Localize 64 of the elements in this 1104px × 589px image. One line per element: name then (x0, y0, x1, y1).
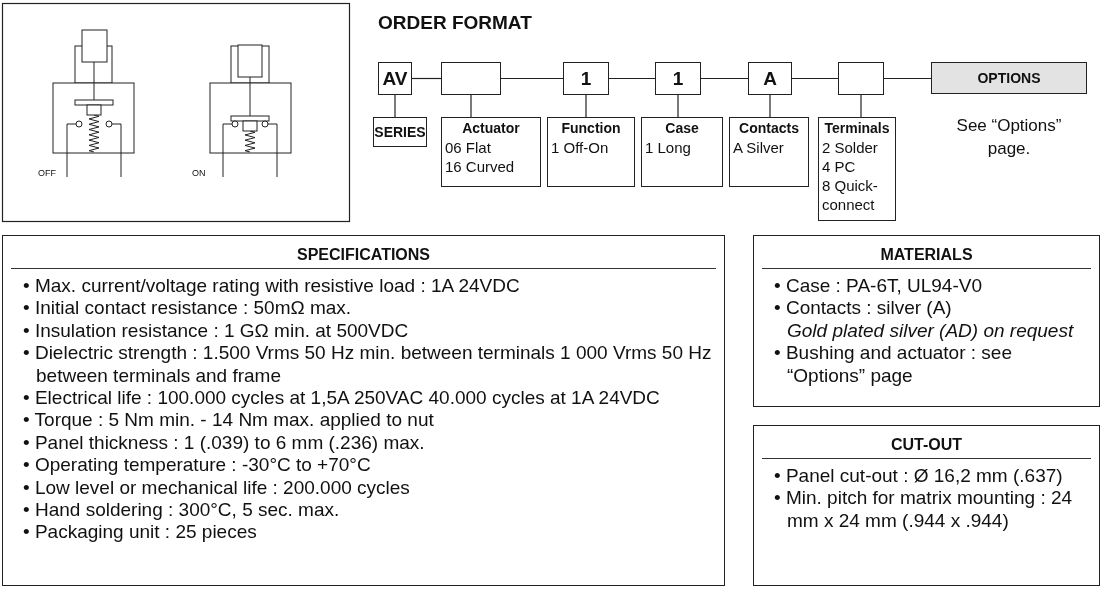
bullet-item: • Hand soldering : 300°C, 5 sec. max. (23, 499, 340, 521)
option-line: 8 Quick-connect (822, 176, 879, 214)
bullet-item: • Min. pitch for matrix mounting : 24 mm x 24 mm (.944 x .944) (774, 487, 1073, 531)
option-line: 1 Off-On (551, 138, 610, 157)
empty-code-box (838, 62, 884, 95)
spec-panel (753, 425, 1100, 586)
bullet-item: • Torque : 5 Nm min. - 14 Nm max. applied to nut (23, 409, 434, 431)
option-line: 06 Flat (445, 138, 492, 157)
title: ORDER FORMAT (378, 12, 532, 34)
empty-code-box (441, 62, 501, 95)
table-heading: Contacts (738, 119, 800, 138)
bullet-item: • Contacts : silver (A) Gold plated silver (AD) on request (774, 297, 1075, 343)
option-line: 16 Curved (445, 157, 516, 176)
connector-line (500, 77, 564, 80)
panel-heading: SPECIFICATIONS (11, 246, 716, 269)
bullet-item: • Max. current/voltage rating with resistive load : 1A 24VDC (23, 275, 520, 296)
table-heading: Terminals (823, 119, 891, 138)
connector-line (791, 77, 839, 80)
connector-line (883, 77, 932, 80)
option-table (818, 117, 896, 221)
option-line: 2 Solder (822, 138, 879, 157)
panel-heading: MATERIALS (762, 246, 1091, 269)
bullet-item: • Initial contact resistance : 50mΩ max. (23, 297, 352, 319)
option-table (729, 117, 809, 187)
spec-panel (753, 235, 1100, 407)
option-table (641, 117, 723, 187)
option-line: A Silver (733, 138, 785, 157)
bullet-item: • Panel cut-out : Ø 16,2 mm (.637) (774, 465, 1063, 486)
connector-line (470, 94, 472, 118)
bullet-item: • Bushing and actuator : see “Options” page (774, 342, 1012, 386)
code-box: OPTIONS (931, 62, 1087, 94)
note-text: See “Options” page. (955, 115, 1063, 160)
bullet-item: • Insulation resistance : 1 GΩ min. at 500VDC (23, 319, 409, 341)
table-heading: Actuator (461, 119, 521, 138)
code-box: 1 (563, 62, 609, 95)
code-box: A (748, 62, 792, 95)
option-table (547, 117, 635, 187)
table-heading: Function (560, 119, 622, 138)
connector-line (608, 77, 656, 80)
state-label: OFF (38, 168, 56, 178)
connector-line (585, 94, 587, 118)
connector-line (860, 94, 862, 118)
option-line: 4 PC (822, 157, 857, 176)
option-line: 1 Long (645, 138, 692, 157)
option-table (441, 117, 541, 187)
panel-heading: CUT-OUT (762, 436, 1091, 459)
table-heading: Case (664, 119, 700, 138)
bullet-item: • Dielectric strength : 1.500 Vrms 50 Hz min. between terminals 1 000 Vrms 50 Hz between terminals and frame (23, 342, 712, 386)
connector-line (677, 94, 679, 118)
code-box: AV (378, 62, 412, 95)
state-label: ON (192, 168, 206, 178)
bullet-item: • Low level or mechanical life : 200.000 cycles (23, 476, 410, 498)
bullet-item: • Packaging unit : 25 pieces (23, 521, 257, 543)
connector-line (411, 77, 442, 80)
connector-line (769, 94, 771, 118)
connector-line (700, 77, 749, 80)
code-box: SERIES (373, 117, 427, 147)
bullet-item: • Panel thickness : 1 (.039) to 6 mm (.236) max. (23, 431, 425, 453)
code-box: 1 (655, 62, 701, 95)
bullet-item: • Case : PA-6T, UL94-V0 (774, 275, 982, 296)
connector-line (394, 94, 396, 118)
spec-panel (2, 235, 725, 586)
bullet-item: • Electrical life : 100.000 cycles at 1,5A 250VAC 40.000 cycles at 1A 24VDC (23, 387, 660, 409)
bullet-item: • Operating temperature : -30°C to +70°C (23, 454, 371, 476)
